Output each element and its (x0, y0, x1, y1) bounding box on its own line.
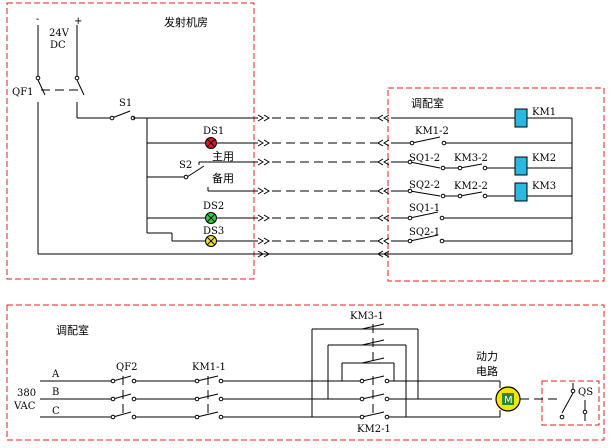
qs-zone (541, 380, 600, 426)
km1-2-label: KM1-2 (415, 126, 449, 137)
power-circuit-label-2: 电路 (476, 365, 498, 378)
qs-switch: QS (559, 383, 593, 421)
cable-row-1 (257, 114, 390, 122)
supply-voltage-label: 24V (49, 28, 70, 39)
phase-b-label: B (52, 387, 59, 398)
phase-a-label: A (51, 369, 60, 380)
phase-a-line (40, 375, 501, 388)
control-room-label-top: 调配室 (411, 96, 444, 110)
transmitter-room-zone (6, 2, 255, 280)
inter-room-cables (257, 114, 390, 258)
km3-circuit: SQ2-2 KM2-2 KM3 (391, 180, 572, 202)
km1-coil (514, 108, 528, 128)
sq1-1-circuit: SQ1-1 (391, 203, 572, 221)
sq2-2-label: SQ2-2 (409, 180, 440, 191)
ac-type-label: VAC (13, 401, 36, 412)
control-room-zone-bottom (6, 304, 605, 441)
qs-label: QS (578, 387, 593, 398)
phase-b-line (40, 393, 492, 402)
supply-plus-label: + (74, 16, 82, 27)
km2-1-label: KM2-1 (357, 424, 391, 435)
km2-2-label: KM2-2 (454, 181, 488, 192)
cable-row-5 (257, 214, 390, 222)
motor-label: M (504, 395, 513, 406)
backup-use-label: 备用 (212, 171, 234, 185)
s1-label: S1 (119, 98, 132, 109)
ds3-lamp: DS3 (147, 226, 258, 247)
sq1-1-label: SQ1-1 (409, 203, 440, 214)
km1-label: KM1 (532, 107, 556, 118)
ds2-lamp: DS2 (147, 201, 258, 224)
km3-1-contacts: KM3-1 (311, 311, 419, 417)
km2-label: KM2 (532, 153, 556, 164)
km3-2-label: KM3-2 (454, 153, 488, 164)
cable-row-4 (257, 187, 390, 195)
ds1-lamp: DS1 (147, 126, 258, 149)
cable-row-7 (257, 250, 390, 258)
phase-c-label: C (52, 406, 60, 417)
power-circuit-label-1: 动力 (476, 350, 498, 363)
supply-type-label: DC (50, 40, 66, 51)
control-room-label-bottom: 调配室 (56, 323, 89, 337)
qf2-label: QF2 (116, 362, 138, 373)
ds3-label: DS3 (203, 226, 224, 237)
main-use-label: 主用 (212, 150, 234, 163)
sq2-1-circuit: SQ2-1 (391, 227, 572, 244)
s2-label: S2 (179, 160, 192, 171)
ds1-label: DS1 (203, 126, 224, 137)
sq1-2-label: SQ1-2 (409, 153, 440, 164)
km1-1-label: KM1-1 (192, 362, 226, 373)
control-room-zone-top (387, 87, 605, 282)
km2-circuit: SQ1-2 KM3-2 KM2 (391, 153, 572, 176)
km1-2-circuit: KM1-2 (391, 126, 572, 146)
cable-row-6 (257, 237, 390, 245)
supply-minus-label: - (36, 14, 39, 25)
cable-row-3 (257, 158, 390, 166)
km1-circuit: KM1 (391, 107, 572, 128)
s2-selector: S2 主用 备用 (147, 150, 258, 192)
motor: M 动力 电路 (476, 350, 521, 412)
ds2-label: DS2 (203, 201, 224, 212)
qf1-label: QF1 (12, 87, 34, 98)
positive-rail (76, 25, 112, 119)
cable-row-2 (257, 139, 390, 147)
km2-coil (514, 156, 528, 176)
km3-coil (514, 182, 528, 202)
transmitter-room-label: 发射机房 (164, 15, 208, 29)
km3-label: KM3 (532, 181, 556, 192)
ac-voltage-label: 380 (17, 388, 36, 399)
s1-switch: S1 (109, 98, 258, 121)
negative-rail (37, 25, 572, 255)
sq2-1-label: SQ2-1 (409, 227, 440, 238)
phase-c-line (40, 410, 501, 420)
qf1-breaker: QF1 (12, 75, 80, 98)
km3-1-label: KM3-1 (350, 311, 384, 322)
